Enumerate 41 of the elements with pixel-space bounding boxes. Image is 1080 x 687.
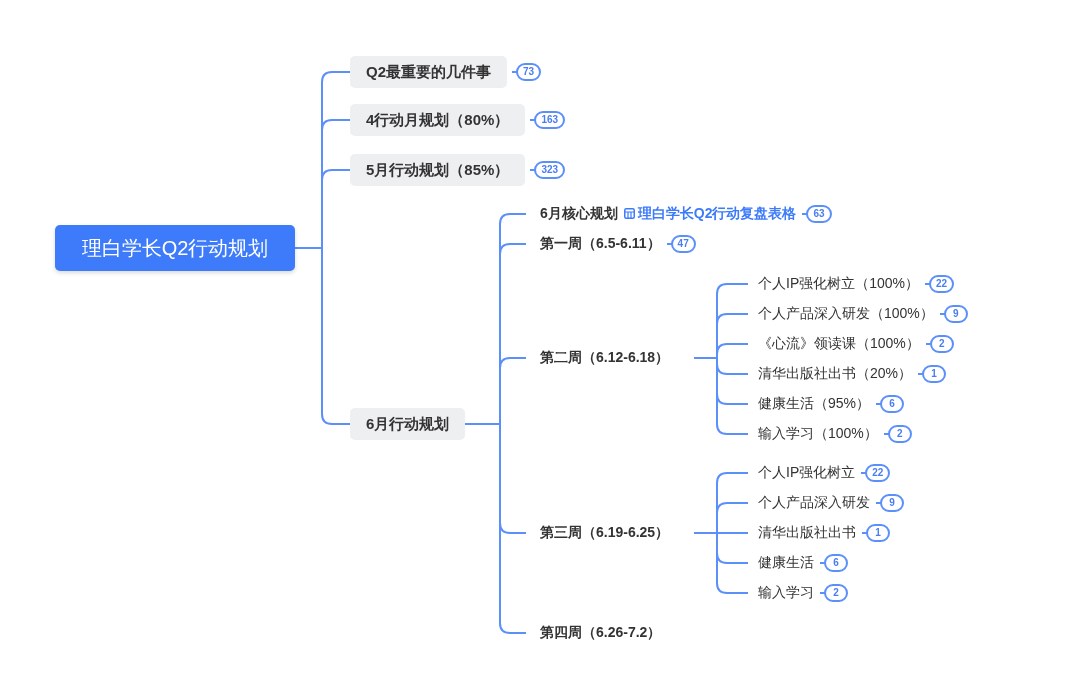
subtopic-label: 个人产品深入研发（100%）	[748, 302, 934, 326]
subtopic-label: 清华出版社出书	[748, 521, 856, 545]
subtopic-label: 6月核心规划	[540, 205, 618, 221]
subtopic-label: 输入学习	[748, 581, 814, 605]
topic-box: Q2最重要的几件事	[350, 56, 507, 88]
subtopic-label: 个人IP强化树立（100%）	[748, 272, 920, 296]
document-link: 理白学长Q2行动复盘表格	[637, 205, 797, 221]
subtopic-label: 第一周（6.5-6.11）	[526, 232, 661, 256]
subtopic-label: 清华出版社出书（20%）	[748, 362, 913, 386]
count-badge: 2	[929, 335, 954, 353]
count-badge: 323	[534, 161, 566, 179]
count-badge: 22	[865, 464, 891, 482]
topic-box: 5月行动规划（85%）	[350, 154, 526, 186]
count-badge: 2	[887, 425, 912, 443]
count-badge: 47	[670, 235, 696, 253]
count-badge: 9	[943, 305, 968, 323]
count-badge: 22	[929, 275, 955, 293]
count-badge: 163	[534, 111, 566, 129]
count-badge: 9	[880, 494, 904, 512]
subtopic-label: 第二周（6.12-6.18）	[526, 346, 695, 370]
connector-line	[693, 357, 749, 435]
connector-line	[294, 247, 351, 425]
subtopic-label: 第四周（6.26-7.2）	[526, 621, 662, 645]
central-topic: 理白学长Q2行动规划	[55, 225, 295, 271]
subtopic-label: 健康生活	[748, 551, 814, 575]
topic-box: 4行动月规划（80%）	[350, 104, 526, 136]
topic-box: 6月行动规划	[350, 408, 466, 440]
count-badge: 73	[516, 63, 542, 81]
subtopic-label: 第三周（6.19-6.25）	[526, 521, 695, 545]
subtopic-label: 个人产品深入研发	[748, 491, 870, 515]
subtopic-label: 输入学习（100%）	[748, 422, 878, 446]
count-badge: 1	[922, 365, 947, 383]
subtopic-label: 个人IP强化树立	[748, 461, 856, 485]
count-badge: 63	[806, 205, 832, 223]
subtopic-label: 《心流》领读课（100%）	[748, 332, 920, 356]
connector-line	[464, 423, 527, 634]
subtopic-label: 健康生活（95%）	[748, 392, 871, 416]
count-badge: 6	[824, 554, 848, 572]
count-badge: 6	[880, 395, 905, 413]
count-badge: 1	[866, 524, 890, 542]
count-badge: 2	[824, 584, 848, 602]
